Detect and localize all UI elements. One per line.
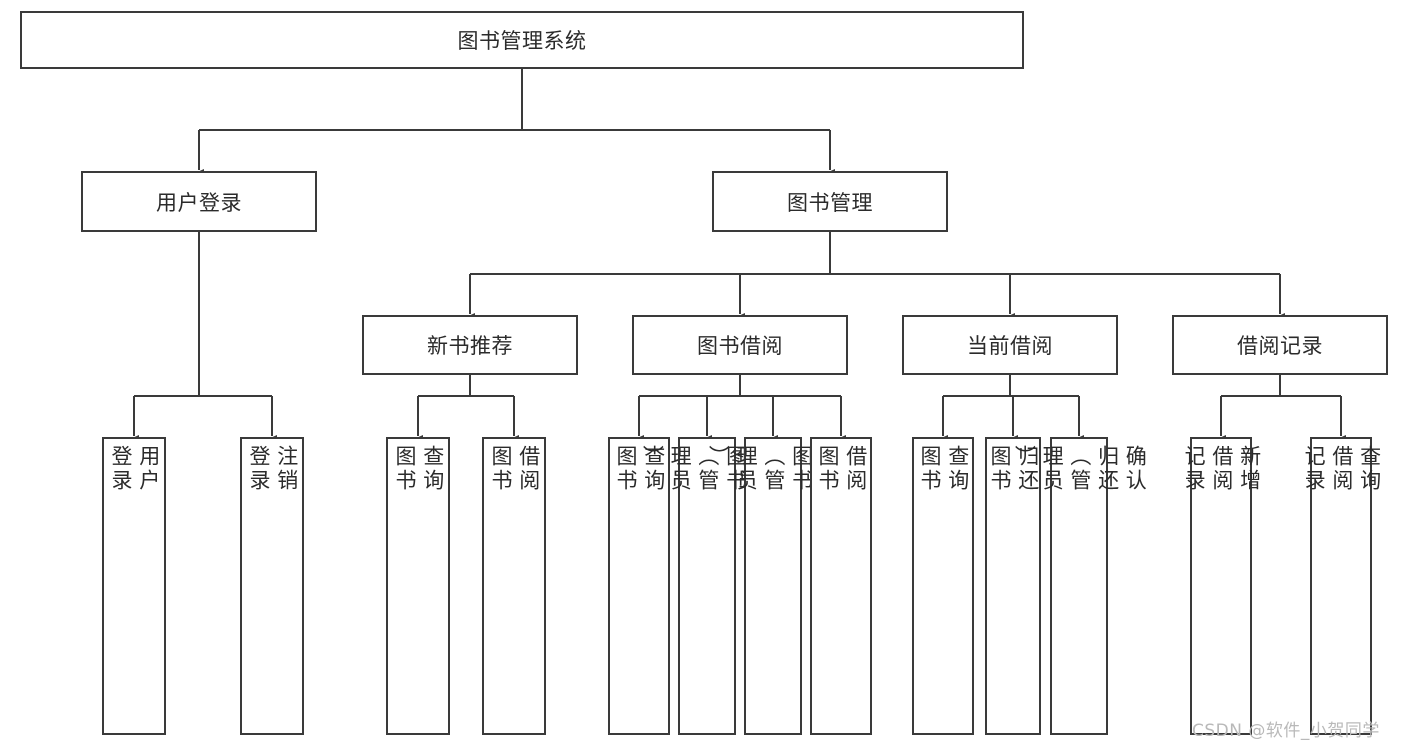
node-label: 用户 登录 (109, 445, 161, 493)
node-label: 注销 登录 (247, 445, 299, 493)
node-leaf-query-borrow-record[interactable]: 查询 借阅 记录 (1302, 437, 1382, 735)
node-label: 查询 图书 (918, 445, 970, 493)
node-leaf-borrow-book[interactable]: 借阅 图书 (810, 437, 872, 735)
node-current-borrow[interactable]: 当前借阅 (902, 315, 1118, 375)
node-label: 查询 借阅 记录 (1302, 445, 1382, 493)
node-label: 新增 借阅 记录 (1182, 445, 1262, 493)
node-leaf-confirm-return-admin[interactable]: 确认 归还 （管 理员 ） (1012, 437, 1147, 735)
node-label: 确认 归还 （管 理员 ） (1012, 445, 1148, 493)
node-label: 图书管理系统 (457, 29, 587, 53)
node-label: 借阅 图书 (489, 445, 541, 493)
node-leaf-query-book-current[interactable]: 查询 图书 (912, 437, 974, 735)
node-leaf-user-login[interactable]: 用户 登录 (102, 437, 166, 735)
node-leaf-add-borrow-record[interactable]: 新增 借阅 记录 (1182, 437, 1262, 735)
node-leaf-query-book-borrow[interactable]: 查询 图书 (608, 437, 670, 735)
node-new-book-recommend[interactable]: 新书推荐 (362, 315, 578, 375)
node-leaf-borrow-book-recommend[interactable]: 借阅 图书 (482, 437, 546, 735)
node-label: 归还 图书 (988, 445, 1040, 493)
node-label: 新书推荐 (427, 334, 513, 358)
node-user-login[interactable]: 用户登录 (81, 171, 317, 232)
csdn-watermark: CSDN @软件_小贺同学 (1192, 721, 1380, 741)
node-leaf-query-book-recommend[interactable]: 查询 图书 (386, 437, 450, 735)
node-label: 当前借阅 (967, 334, 1053, 358)
node-label: 查询 图书 (614, 445, 666, 493)
node-borrow-record[interactable]: 借阅记录 (1172, 315, 1388, 375)
node-book-management[interactable]: 图书管理 (712, 171, 948, 232)
node-root-title[interactable]: 图书管理系统 (20, 11, 1024, 69)
node-label: 借阅 图书 (816, 445, 868, 493)
node-label: 用户登录 (156, 190, 242, 215)
node-label: 图书管理 (787, 190, 873, 215)
node-label: 查询 图书 (393, 445, 445, 493)
edge-group (129, 69, 1346, 444)
node-label: 借阅记录 (1237, 334, 1323, 358)
node-leaf-logout[interactable]: 注销 登录 (240, 437, 304, 735)
node-leaf-return-book[interactable]: 归还 图书 (985, 437, 1041, 735)
node-leaf-edit-book-admin[interactable]: 编辑 图书 （管 理员 ） (706, 437, 841, 735)
node-book-borrow[interactable]: 图书借阅 (632, 315, 848, 375)
node-label: 图书借阅 (697, 334, 783, 358)
